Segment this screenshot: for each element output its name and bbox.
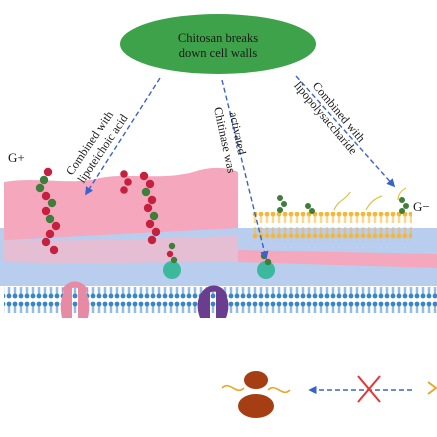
arrow-to-lipoteichoic	[85, 77, 161, 196]
chitinase-enzyme-left	[163, 242, 181, 279]
partial-molecule-icon	[427, 381, 437, 395]
teichoic-acid-chain-1	[35, 167, 61, 255]
gram-positive-peptidoglycan	[4, 167, 238, 240]
arrow-to-lps	[295, 75, 396, 188]
peptidoglycan-thin-strip	[238, 250, 437, 268]
label-chitinase: Chitinase was activated	[211, 106, 249, 175]
peptidoglycan-lower-strip	[4, 236, 238, 263]
chitosan-bound-molecule	[221, 371, 291, 418]
membrane-protein-pink	[60, 281, 90, 318]
teichoic-acid-chain-3	[139, 171, 161, 245]
title-line-1: Chitosan breaks	[178, 31, 258, 45]
membrane-protein-purple	[197, 285, 229, 318]
teichoic-acid-chain-2	[120, 170, 132, 194]
label-lps: Combined with lipopolysaccharide	[291, 79, 368, 157]
gram-positive-label: G+	[8, 150, 25, 165]
arrow-to-chitinase	[221, 79, 269, 260]
outer-membrane	[252, 212, 412, 242]
gram-negative-label: G−	[413, 199, 430, 214]
lipopolysaccharide-molecules	[277, 187, 409, 214]
title-line-2: down cell walls	[179, 46, 258, 60]
title-ellipse: Chitosan breaks down cell walls	[120, 14, 316, 74]
cross-mark-icon	[357, 375, 381, 403]
